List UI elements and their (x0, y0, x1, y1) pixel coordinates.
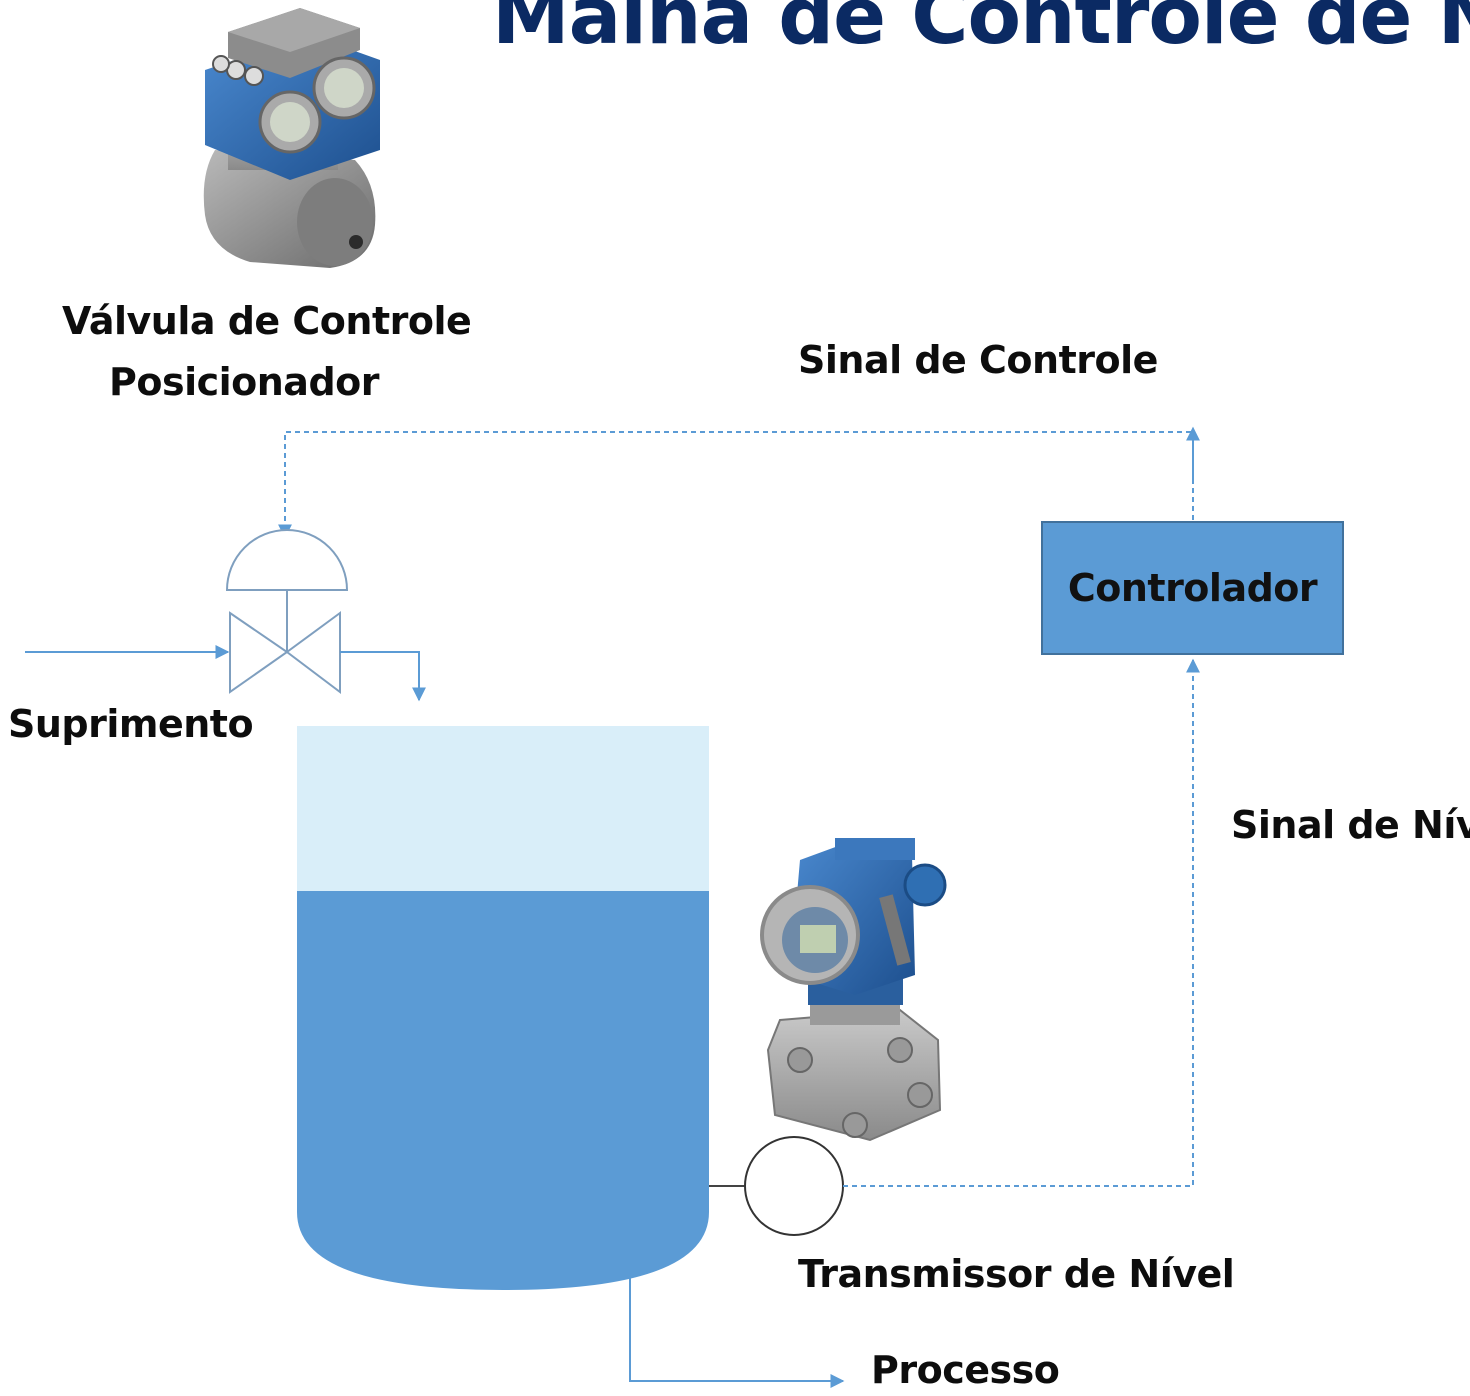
valve-outlet-line (340, 651, 426, 702)
process-line (629, 1272, 845, 1388)
control-signal-line (278, 431, 1194, 539)
controller-label: Controlador (1067, 566, 1318, 610)
supply-label: Suprimento (8, 702, 254, 746)
level-transmitter-symbol (744, 1136, 844, 1236)
control-valve-symbol (225, 529, 349, 695)
valve-positioner-image (203, 8, 380, 268)
process-label: Processo (871, 1348, 1060, 1392)
page-title: Malha de Controle de N (492, 0, 1470, 62)
level-transmitter-image (760, 838, 947, 1142)
tank (297, 726, 709, 1290)
level-transmitter-label: Transmissor de Nível (798, 1252, 1235, 1296)
valve-label-line1: Válvula de Controle (62, 299, 472, 343)
control-signal-label: Sinal de Controle (798, 338, 1158, 382)
valve-label-line2: Posicionador (109, 360, 380, 404)
controller-box: Controlador (1041, 521, 1344, 655)
level-signal-label: Sinal de Nív (1231, 803, 1470, 847)
